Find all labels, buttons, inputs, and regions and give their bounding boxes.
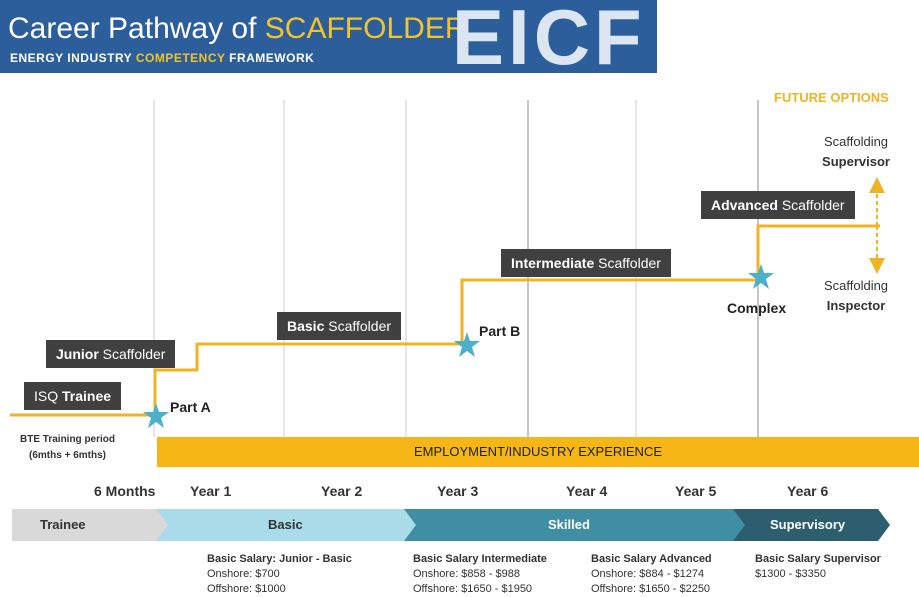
salary-supervisor-heading: Basic Salary Supervisor bbox=[755, 553, 881, 565]
page-subtitle: ENERGY INDUSTRY COMPETENCY FRAMEWORK bbox=[10, 51, 314, 65]
bte-line2: (6mths + 6mths) bbox=[29, 450, 106, 461]
salary-supervisor-range: $1300 - $3350 bbox=[755, 568, 826, 580]
header-banner: Career Pathway of SCAFFOLDER ENERGY INDU… bbox=[0, 0, 657, 73]
career-path-line bbox=[10, 224, 880, 417]
stage-label-basic: Basic bbox=[268, 517, 303, 532]
role-isq-label: Trainee bbox=[62, 388, 112, 404]
subtitle-part-2: COMPETENCY bbox=[135, 51, 226, 65]
year-label: 6 Months bbox=[94, 483, 156, 499]
eicf-logo: EICF bbox=[452, 0, 646, 73]
stage-supervisory-chevron bbox=[733, 509, 890, 541]
salary-supervisor: Basic Salary Supervisor $1300 - $3350 bbox=[755, 552, 881, 582]
role-advanced-prefix: Advanced bbox=[711, 197, 782, 213]
subtitle-part-3: FRAMEWORK bbox=[225, 51, 315, 65]
role-advanced-label: Scaffolder bbox=[781, 197, 845, 213]
salary-basic-heading: Basic Salary: Junior - Basic bbox=[207, 553, 352, 565]
salary-advanced-heading: Basic Salary Advanced bbox=[591, 553, 712, 565]
stage-trainee-chevron bbox=[12, 509, 172, 541]
role-intermediate-label: Scaffolder bbox=[598, 255, 661, 271]
year-label: Year 5 bbox=[675, 483, 717, 499]
page-title: Career Pathway of SCAFFOLDER bbox=[8, 12, 467, 46]
role-intermediate-prefix: Intermediate bbox=[511, 255, 599, 271]
role-junior-label: Scaffolder bbox=[102, 346, 166, 362]
future-options-heading: FUTURE OPTIONS bbox=[774, 90, 889, 105]
role-junior-scaffolder: Junior Scaffolder bbox=[46, 340, 176, 368]
year-label: Year 3 bbox=[437, 483, 479, 499]
option-supervisor-line1: Scaffolding bbox=[823, 134, 889, 149]
role-basic-label: Scaffolder bbox=[328, 318, 392, 334]
salary-basic-offshore: Offshore: $1000 bbox=[207, 583, 286, 595]
year-label: Year 2 bbox=[321, 483, 363, 499]
role-junior-prefix: Junior bbox=[56, 346, 103, 362]
salary-advanced-offshore: Offshore: $1650 - $2250 bbox=[591, 583, 711, 595]
employment-experience-bar: EMPLOYMENT/INDUSTRY EXPERIENCE bbox=[157, 437, 919, 467]
role-intermediate-scaffolder: Intermediate Scaffolder bbox=[501, 249, 671, 277]
stage-label-trainee: Trainee bbox=[40, 517, 86, 532]
salary-intermediate: Basic Salary Intermediate Onshore: $858 … bbox=[413, 552, 547, 597]
role-isq-trainee: ISQ Trainee bbox=[24, 382, 122, 410]
role-basic-scaffolder: Basic Scaffolder bbox=[277, 312, 402, 340]
salary-advanced-onshore: Onshore: $884 - $1274 bbox=[591, 568, 705, 580]
stage-label-skilled: Skilled bbox=[548, 517, 590, 532]
role-basic-prefix: Basic bbox=[287, 318, 329, 334]
milestone-part-a: Part A bbox=[170, 399, 211, 415]
title-prefix: Career Pathway of bbox=[8, 12, 265, 45]
bte-training-period: BTE Training period (6mths + 6mths) bbox=[20, 432, 115, 464]
salary-intermediate-heading: Basic Salary Intermediate bbox=[413, 553, 547, 565]
salary-advanced: Basic Salary Advanced Onshore: $884 - $1… bbox=[591, 552, 712, 597]
title-highlight: SCAFFOLDER bbox=[264, 12, 467, 45]
option-inspector-line1: Scaffolding bbox=[823, 278, 889, 293]
star-part-b bbox=[454, 332, 480, 357]
bte-line1: BTE Training period bbox=[20, 434, 116, 445]
stage-label-supervisory: Supervisory bbox=[770, 517, 846, 532]
milestone-part-b: Part B bbox=[479, 323, 521, 339]
year-label: Year 6 bbox=[787, 483, 829, 499]
salary-basic-onshore: Onshore: $700 bbox=[207, 568, 280, 580]
star-part-a bbox=[143, 403, 169, 428]
option-scaffolding-supervisor: Scaffolding Supervisor bbox=[810, 132, 902, 172]
stage-basic-chevron bbox=[156, 509, 420, 541]
stage-skilled-chevron bbox=[404, 509, 749, 541]
salary-basic: Basic Salary: Junior - Basic Onshore: $7… bbox=[207, 552, 352, 597]
salary-intermediate-onshore: Onshore: $858 - $988 bbox=[413, 568, 521, 580]
role-isq-prefix: ISQ bbox=[34, 388, 63, 404]
option-scaffolding-inspector: Scaffolding Inspector bbox=[810, 276, 902, 316]
milestone-complex: Complex bbox=[727, 300, 787, 316]
star-complex bbox=[748, 264, 774, 289]
option-inspector-line2: Inspector bbox=[826, 298, 886, 313]
year-label: Year 1 bbox=[190, 483, 232, 499]
salary-intermediate-offshore: Offshore: $1650 - $1950 bbox=[413, 583, 533, 595]
subtitle-part-1: ENERGY INDUSTRY bbox=[10, 51, 136, 65]
option-supervisor-line2: Supervisor bbox=[822, 154, 890, 169]
year-label: Year 4 bbox=[566, 483, 608, 499]
role-advanced-scaffolder: Advanced Scaffolder bbox=[701, 191, 855, 219]
